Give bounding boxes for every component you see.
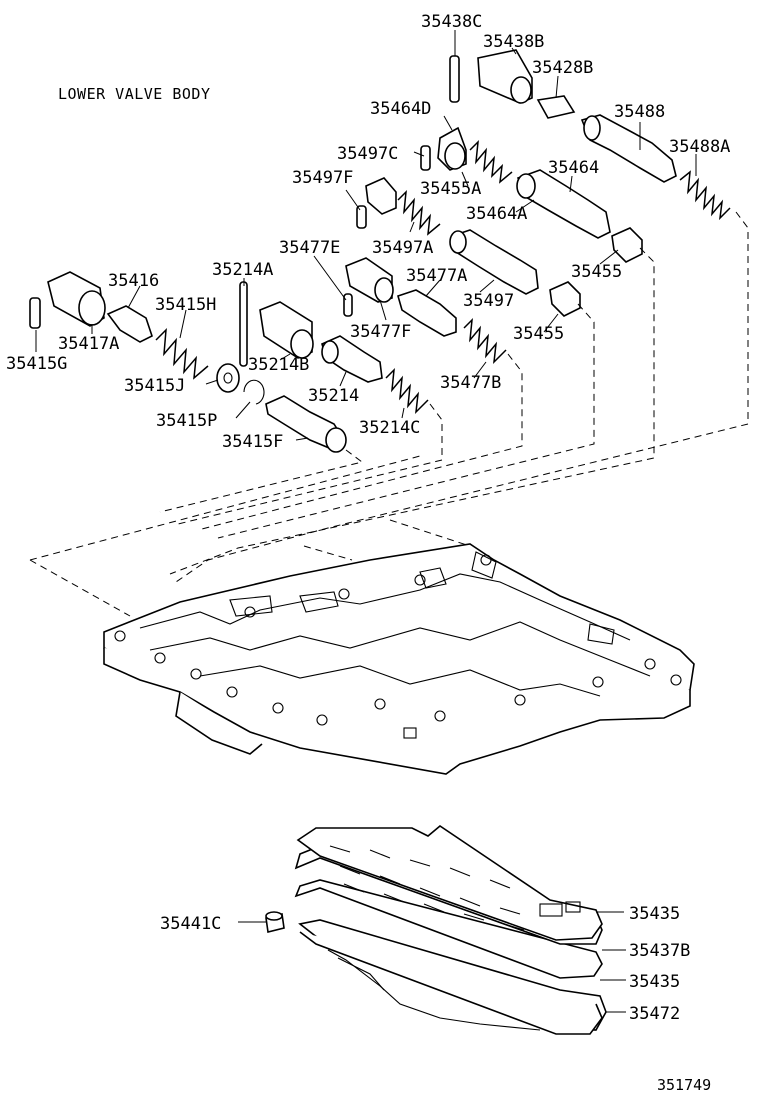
part-label: 35455A <box>420 179 481 199</box>
part-label: 35435 <box>629 904 680 924</box>
part-label: 35417A <box>58 334 119 354</box>
part-drawings <box>29 49 731 933</box>
part-label: 35477B <box>440 373 501 393</box>
part-label: 35497F <box>292 168 353 188</box>
plates-and-gaskets <box>294 825 607 1035</box>
part-label: 35497C <box>337 144 398 164</box>
part-label: 35497A <box>372 238 433 258</box>
part-label: 35477E <box>279 238 340 258</box>
part-label: 35455 <box>513 324 564 344</box>
part-label: 35435 <box>629 972 680 992</box>
part-label: 35477F <box>350 322 411 342</box>
part-label: 35477A <box>406 266 467 286</box>
part-label: 35488 <box>614 102 665 122</box>
part-label: 35415H <box>155 295 216 315</box>
part-label: 35437B <box>629 941 690 961</box>
part-label: 35214C <box>359 418 420 438</box>
part-label: 35441C <box>160 914 221 934</box>
leader-lines <box>35 30 697 1013</box>
part-label: 35214A <box>212 260 273 280</box>
lower-valve-body-housing <box>103 543 695 775</box>
part-label: 35455 <box>571 262 622 282</box>
part-label: 35415J <box>124 376 185 396</box>
assembly-guide-lines <box>29 211 749 617</box>
part-label: 35428B <box>532 58 593 78</box>
part-label: 35497 <box>463 291 514 311</box>
part-label: 35472 <box>629 1004 680 1024</box>
diagram-title: LOWER VALVE BODY <box>58 85 211 103</box>
part-label: 35464D <box>370 99 431 119</box>
part-label: 35438C <box>421 12 482 32</box>
part-label: 35415F <box>222 432 283 452</box>
part-label: 35464 <box>548 158 599 178</box>
part-label: 35214B <box>248 355 309 375</box>
part-labels: 35438C 35438B 35428B 35464D 35488 35497C… <box>6 12 730 1024</box>
part-label: 35438B <box>483 32 544 52</box>
part-label: 35214 <box>308 386 359 406</box>
figure-number: 351749 <box>657 1076 711 1094</box>
part-label: 35415G <box>6 354 67 374</box>
part-label: 35488A <box>669 137 730 157</box>
part-label: 35415P <box>156 411 217 431</box>
part-label: 35464A <box>466 204 527 224</box>
part-label: 35416 <box>108 271 159 291</box>
